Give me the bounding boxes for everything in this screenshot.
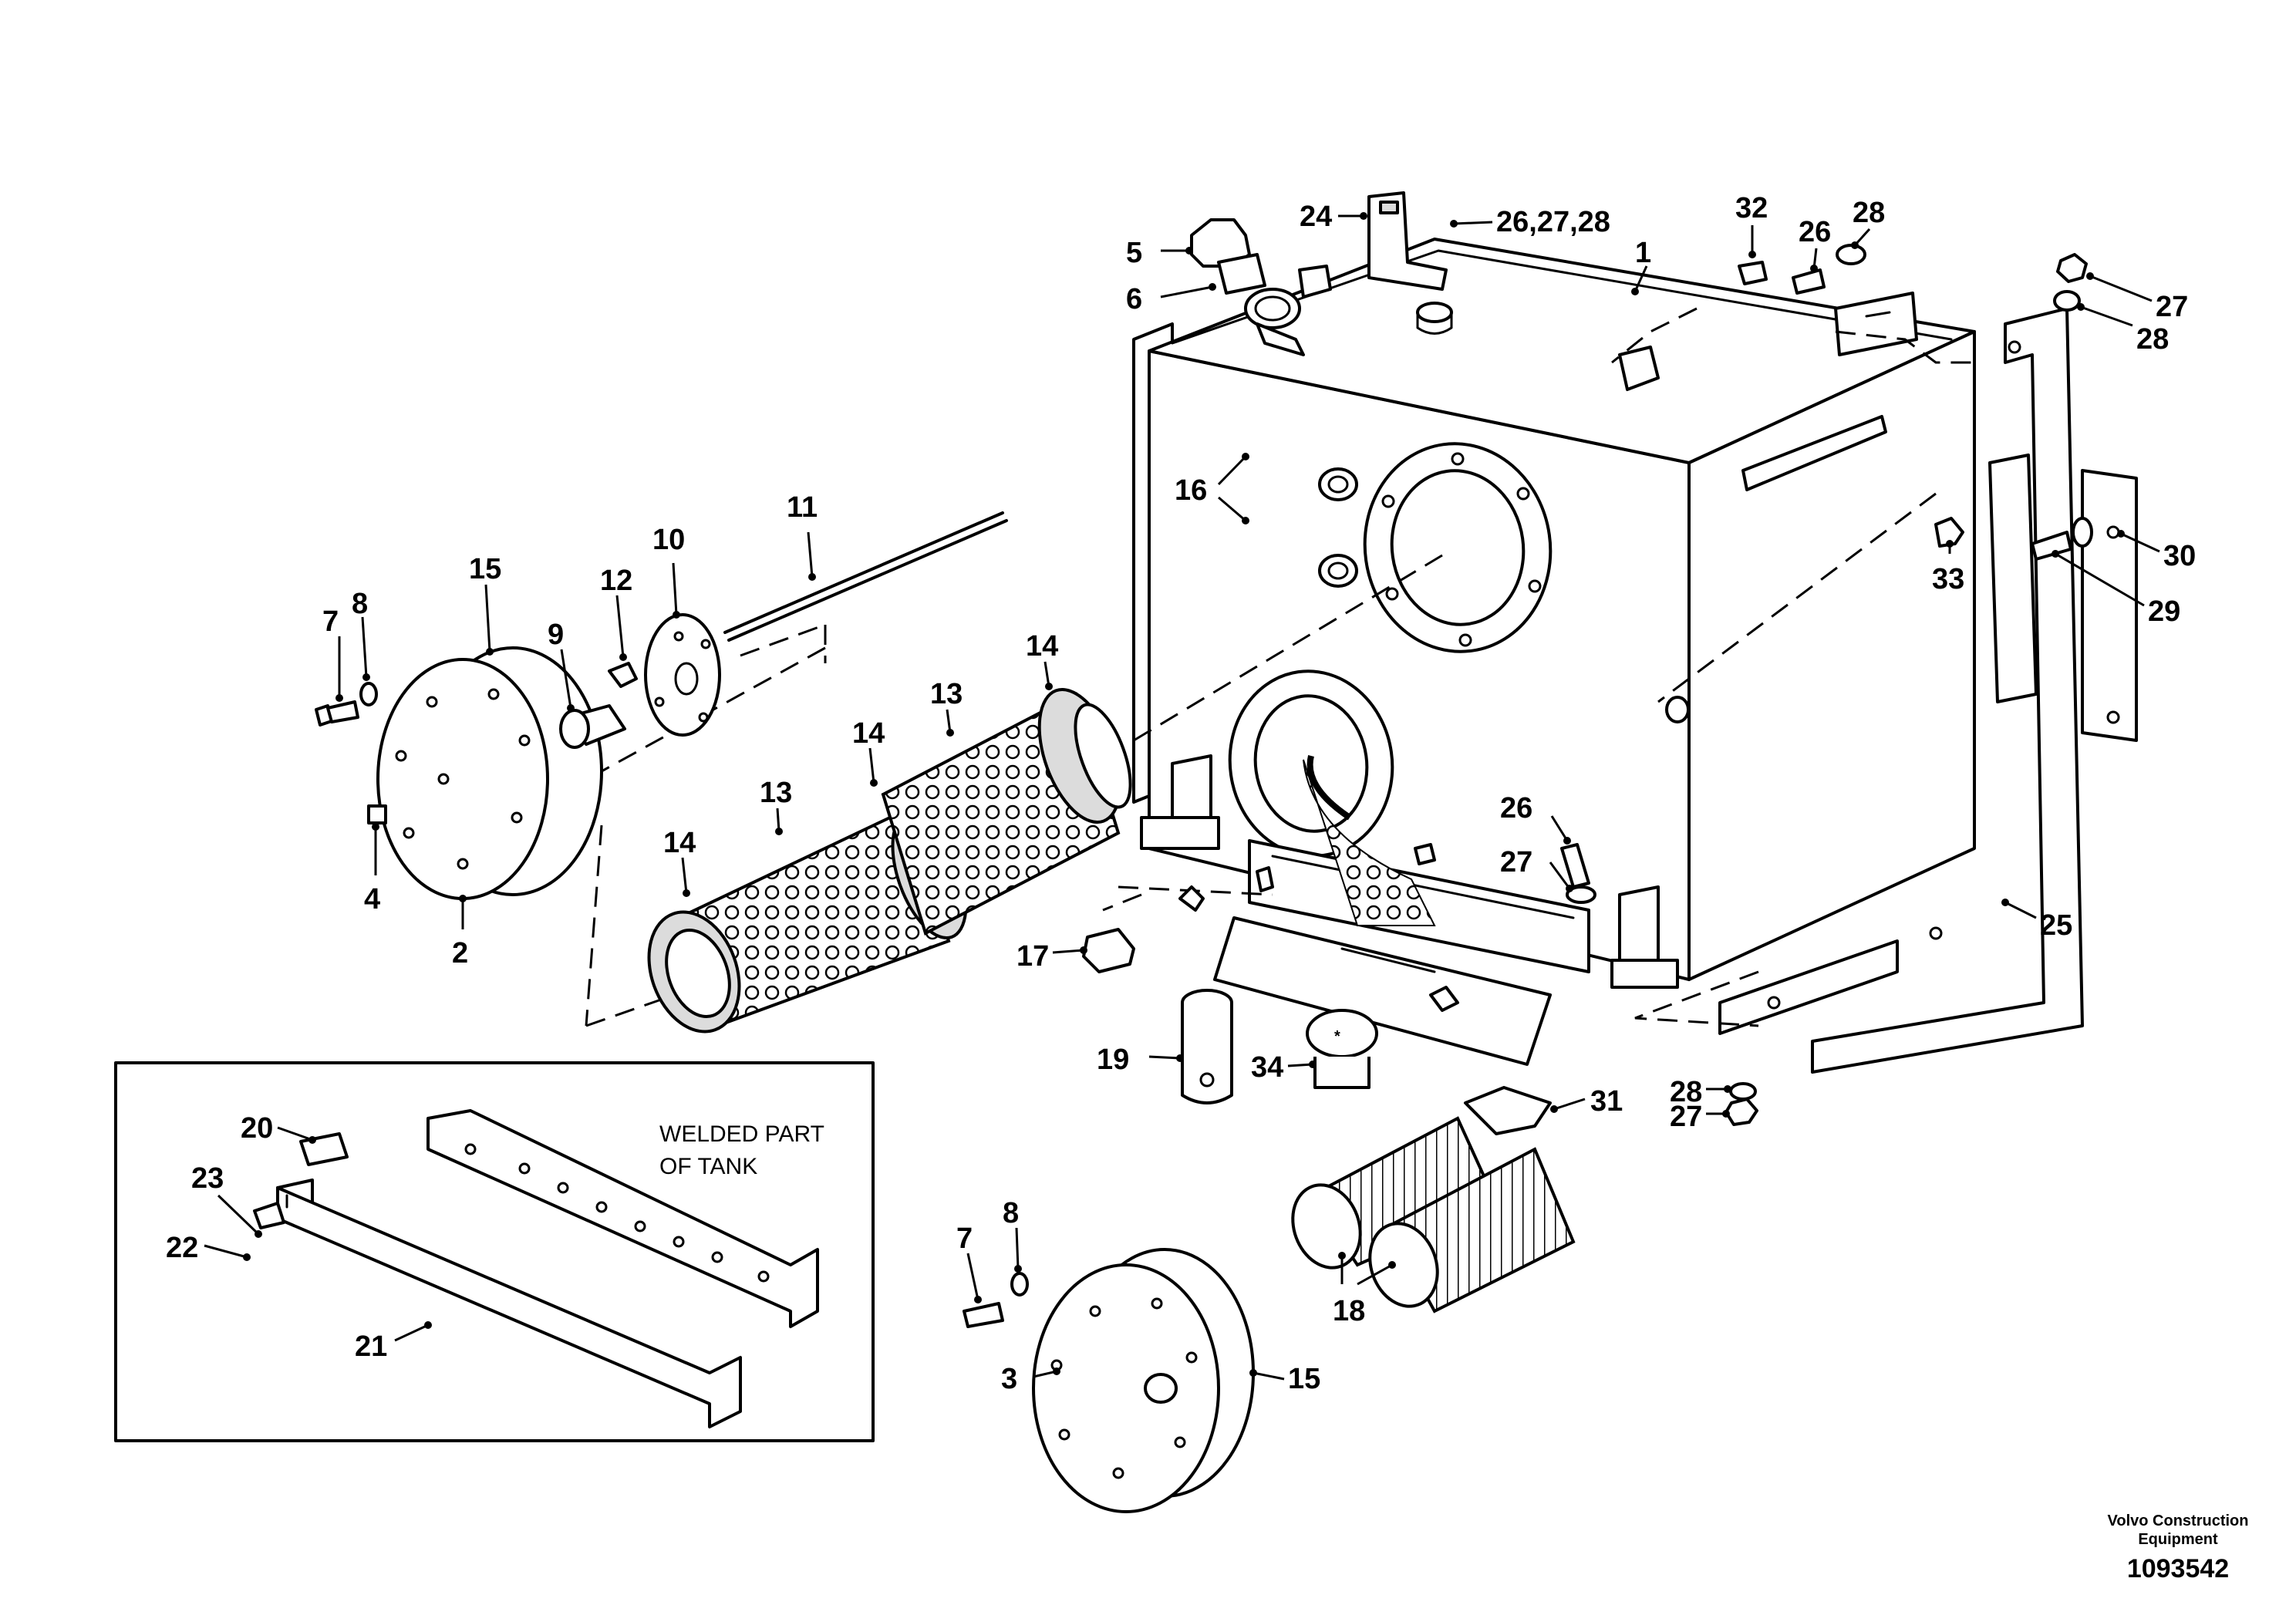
strainer-rear: [881, 688, 1132, 936]
callout-24: 24: [1300, 201, 1332, 233]
callout-8a: 8: [352, 588, 368, 620]
callout-19: 19: [1097, 1044, 1129, 1076]
callout-20: 20: [241, 1112, 273, 1145]
callout-15b: 15: [1288, 1363, 1320, 1395]
callout-26a: 26: [1500, 792, 1532, 824]
callout-25: 25: [2040, 909, 2072, 942]
inset-note-line2: OF TANK: [659, 1154, 757, 1179]
drain-plate: [1213, 916, 1552, 1066]
callout-26b: 26: [1799, 216, 1831, 248]
callout-32: 32: [1735, 192, 1768, 224]
cover-plate-bottom: [1032, 1248, 1255, 1513]
callout-22: 22: [166, 1232, 198, 1264]
callout-11: 11: [787, 491, 818, 524]
callout-13a: 13: [760, 777, 792, 809]
callout-30: 30: [2163, 540, 2196, 572]
callout-7b: 7: [956, 1222, 973, 1255]
inset-note-line1: WELDED PART: [659, 1121, 824, 1147]
callout-31: 31: [1590, 1085, 1623, 1118]
footer-block: Volvo Construction Equipment 1093542: [2108, 1512, 2249, 1583]
callout-21: 21: [355, 1330, 387, 1363]
welded-part-inset: WELDED PART OF TANK: [114, 1061, 875, 1442]
breather-filter: *: [1306, 1009, 1378, 1089]
callout-28b: 28: [2136, 323, 2169, 356]
callout-33: 33: [1932, 563, 1964, 595]
callout-9: 9: [548, 619, 564, 651]
filler-neck: [1244, 265, 1332, 356]
callout-10: 10: [652, 524, 685, 556]
tank-inspection-port: [1363, 442, 1553, 653]
callout-7a: 7: [322, 605, 339, 638]
callout-12: 12: [600, 565, 632, 597]
callout-3: 3: [1001, 1363, 1017, 1395]
callout-18: 18: [1333, 1295, 1365, 1327]
callout-14a: 14: [663, 827, 696, 859]
callout-27b: 27: [2156, 291, 2188, 323]
callout-27c: 27: [1670, 1101, 1702, 1133]
callout-28c: 28: [1670, 1076, 1702, 1108]
cover-plate-left: [376, 646, 603, 900]
callout-13b: 13: [930, 678, 963, 710]
callout-26-27-28: 26,27,28: [1496, 206, 1610, 238]
callout-1: 1: [1635, 237, 1651, 269]
callout-17: 17: [1017, 940, 1049, 973]
brand-line2: Equipment: [2138, 1531, 2218, 1548]
callout-8b: 8: [1003, 1197, 1019, 1229]
callout-29: 29: [2148, 595, 2180, 628]
document-number: 1093542: [2127, 1554, 2229, 1583]
callout-27a: 27: [1500, 846, 1532, 878]
callout-34: 34: [1251, 1051, 1283, 1084]
callout-16: 16: [1175, 474, 1207, 507]
magnet-plug: [1181, 989, 1233, 1104]
return-filter-elements: [1291, 1086, 1576, 1313]
callout-14c: 14: [1026, 630, 1058, 663]
callout-4: 4: [364, 883, 380, 916]
svg-text:*: *: [1334, 1028, 1340, 1045]
brand-line1: Volvo Construction: [2108, 1512, 2249, 1529]
flange-disc: [644, 613, 721, 737]
callout-2: 2: [452, 937, 468, 969]
callout-23: 23: [191, 1162, 224, 1195]
hydraulic-tank: [1132, 238, 1976, 989]
callout-5: 5: [1126, 237, 1142, 269]
callout-15a: 15: [469, 553, 501, 585]
callout-28a: 28: [1853, 197, 1885, 229]
callouts: 1 2 3 4 5 6 7 7 8 8 9 10 11: [166, 192, 2196, 1395]
callout-6: 6: [1126, 283, 1142, 315]
callout-14b: 14: [852, 717, 885, 750]
filler-cap: [1190, 218, 1266, 295]
